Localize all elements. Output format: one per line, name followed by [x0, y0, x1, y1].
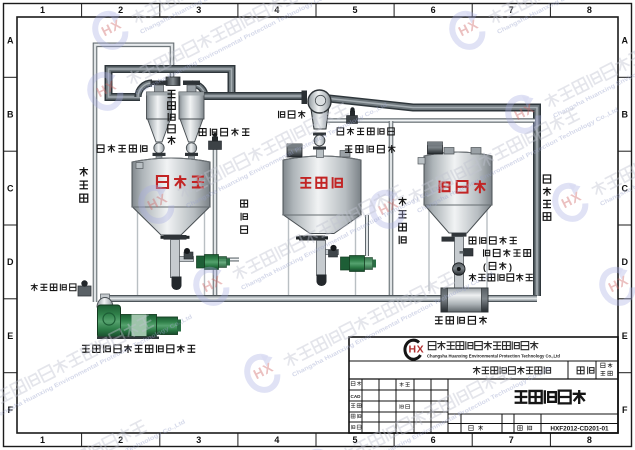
svg-text:(: (: [483, 262, 486, 272]
svg-text:B: B: [622, 109, 629, 119]
svg-text:6: 6: [431, 5, 436, 15]
svg-text:5: 5: [353, 435, 358, 445]
svg-text:8: 8: [587, 435, 592, 445]
svg-text:1: 1: [40, 5, 45, 15]
svg-text:): ): [509, 262, 512, 272]
svg-text:F: F: [622, 405, 628, 415]
svg-text:3: 3: [196, 5, 201, 15]
svg-text:Changsha Huanxing Environmenta: Changsha Huanxing Environmental Protecti…: [427, 354, 560, 360]
svg-text:A: A: [7, 36, 14, 46]
svg-text:D: D: [622, 257, 629, 267]
svg-text:E: E: [622, 331, 628, 341]
svg-text:3: 3: [196, 435, 201, 445]
svg-text:1: 1: [40, 435, 45, 445]
svg-text:8: 8: [587, 5, 592, 15]
svg-text:2: 2: [118, 5, 123, 15]
svg-text:CAD: CAD: [351, 394, 362, 399]
svg-text:A: A: [622, 36, 629, 46]
svg-text:B: B: [7, 109, 14, 119]
svg-text:C: C: [7, 183, 14, 193]
svg-text:HXF2012-CD201-01: HXF2012-CD201-01: [550, 426, 609, 433]
svg-text:4: 4: [274, 435, 279, 445]
svg-text:E: E: [7, 331, 13, 341]
svg-text:7: 7: [509, 435, 514, 445]
svg-text:D: D: [7, 257, 14, 267]
svg-text:6: 6: [431, 435, 436, 445]
svg-text:5: 5: [353, 5, 358, 15]
svg-text:HX: HX: [409, 344, 425, 356]
